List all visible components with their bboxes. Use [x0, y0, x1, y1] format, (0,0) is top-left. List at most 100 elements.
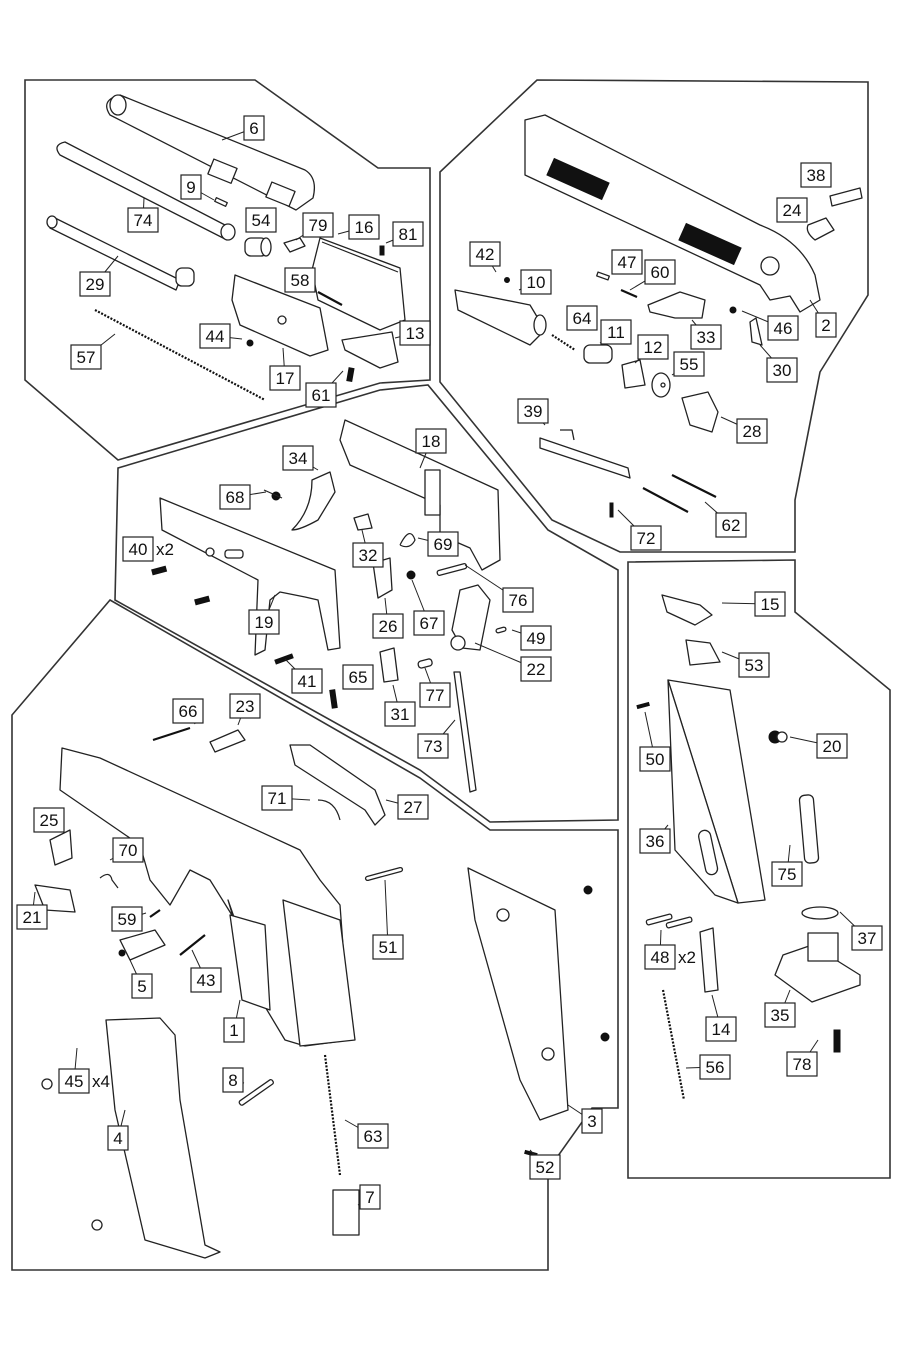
part-9-pin	[214, 197, 228, 207]
part-label-56: 56	[685, 1054, 731, 1080]
label-text: 26	[379, 617, 398, 636]
label-text: 73	[424, 737, 443, 756]
part-8-pin	[238, 1079, 274, 1106]
part-label-53: 53	[721, 651, 770, 678]
part-label-14: 14	[705, 994, 737, 1042]
part-26-sear	[372, 557, 393, 599]
label-box	[637, 334, 669, 360]
part-grip-screws-right	[583, 885, 610, 1042]
part-34-trigger	[291, 471, 336, 531]
part-60-spring	[620, 288, 638, 299]
part-label-54: 54	[245, 207, 277, 233]
label-text: 67	[420, 614, 439, 633]
part-label-2: 2	[809, 299, 837, 338]
part-39-rail	[539, 429, 631, 479]
part-81-small-pin	[379, 245, 385, 256]
part-56-mag-spring	[661, 989, 686, 1101]
label-text: 51	[379, 938, 398, 957]
label-box	[392, 221, 424, 247]
part-label-52: 52	[529, 1149, 561, 1180]
part-label-32: 32	[352, 529, 384, 568]
part-label-66: 66	[172, 698, 204, 725]
part-label-76: 76	[464, 564, 534, 613]
label-text: 16	[355, 218, 374, 237]
label-text: 31	[391, 705, 410, 724]
part-22-hammer	[450, 584, 491, 651]
label-box	[223, 1017, 245, 1043]
label-text: 7	[365, 1188, 374, 1207]
part-label-42: 42	[469, 241, 501, 273]
part-50-pin	[636, 701, 650, 710]
panel-magazine-group	[627, 559, 891, 1179]
label-text: 4	[113, 1129, 122, 1148]
label-text: 13	[406, 324, 425, 343]
part-label-12: 12	[634, 334, 669, 364]
part-76-pin	[436, 563, 468, 577]
label-text: 49	[527, 629, 546, 648]
label-box	[131, 973, 153, 999]
label-box	[190, 967, 222, 993]
label-box	[269, 365, 301, 391]
part-label-44: 44	[199, 323, 243, 349]
part-label-55: 55	[671, 351, 705, 377]
label-text: 38	[807, 166, 826, 185]
part-label-60: 60	[629, 259, 676, 291]
label-box	[417, 733, 449, 759]
label-text: 19	[255, 613, 274, 632]
part-73-hammer-strut	[453, 671, 477, 793]
part-label-36: 36	[639, 824, 671, 854]
label-text: 32	[359, 546, 378, 565]
part-label-57: 57	[70, 333, 116, 370]
part-10-nozzle-housing	[454, 289, 547, 346]
label-box	[816, 733, 848, 759]
label-box	[639, 746, 671, 772]
part-70-spring	[99, 873, 119, 889]
part-33-safety	[647, 291, 706, 319]
label-box	[127, 207, 159, 233]
label-text: 63	[364, 1127, 383, 1146]
label-box	[384, 701, 416, 727]
label-text: 33	[697, 328, 716, 347]
label-text: 12	[644, 338, 663, 357]
part-label-59: 59	[111, 906, 147, 932]
label-box	[644, 944, 676, 970]
part-20-valve	[768, 730, 788, 744]
label-text: 78	[793, 1055, 812, 1074]
part-64-spring	[551, 334, 576, 351]
label-box	[644, 259, 676, 285]
label-box	[222, 1067, 244, 1093]
part-48-pins	[645, 913, 693, 929]
part-label-47: 47	[611, 249, 643, 275]
label-text: 17	[276, 369, 295, 388]
label-text: 1	[229, 1021, 238, 1040]
part-label-8: 8	[222, 1067, 245, 1093]
part-label-61: 61	[305, 370, 344, 408]
part-12-valve-housing	[621, 359, 646, 389]
part-1-frame	[59, 747, 356, 1047]
part-45-grip-screws	[41, 1078, 103, 1231]
label-box	[302, 212, 334, 238]
part-53-follower	[685, 639, 721, 666]
label-box	[58, 1068, 90, 1094]
part-label-43: 43	[190, 949, 222, 993]
part-19-frame-insert-left	[159, 497, 341, 656]
part-label-65: 65	[342, 664, 374, 690]
part-2-slide	[524, 114, 821, 313]
part-label-20: 20	[789, 733, 848, 759]
label-box	[352, 542, 384, 568]
part-57-recoil-spring	[94, 309, 266, 401]
label-text: 30	[773, 361, 792, 380]
label-box	[611, 249, 643, 275]
label-text: 69	[434, 535, 453, 554]
part-41-pin	[274, 653, 294, 665]
label-box	[738, 652, 770, 678]
part-23-pin	[209, 729, 246, 753]
part-63-hammer-spring	[323, 1054, 342, 1176]
part-49-pin	[495, 626, 507, 634]
part-71-spring	[317, 799, 341, 821]
label-text: 64	[573, 309, 592, 328]
label-text: 37	[858, 929, 877, 948]
label-box	[469, 241, 501, 267]
part-label-22: 22	[474, 642, 552, 682]
